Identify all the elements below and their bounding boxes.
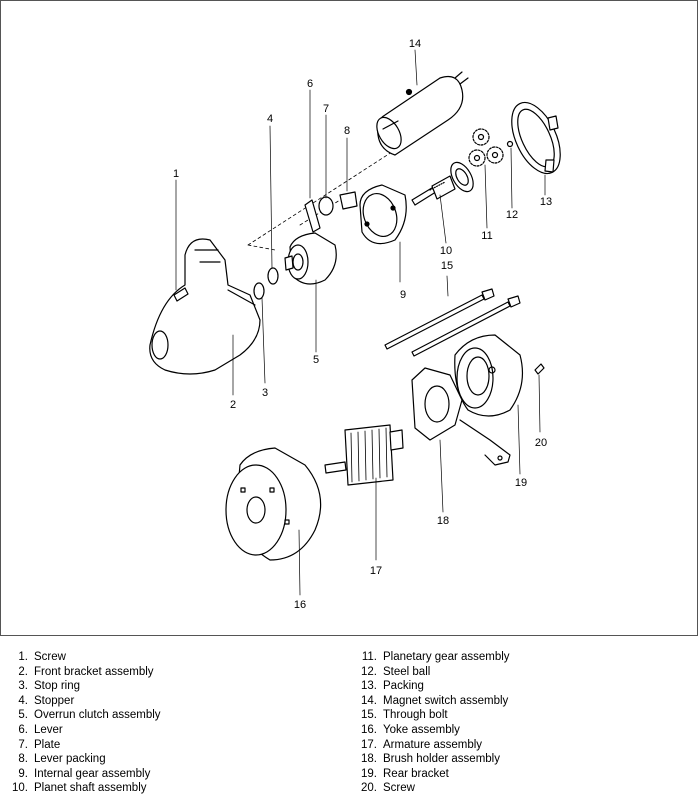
callout-8: 8 [344,125,350,137]
planet-shaft-assembly [411,161,474,206]
legend-item: 4.Stopper [18,694,75,707]
lever [304,199,321,233]
legend-item: 6.Lever [18,723,63,736]
yoke-assembly [225,447,322,561]
legend-item: 13.Packing [361,680,424,693]
screw-front [173,287,189,302]
magnet-switch-assembly [376,71,469,156]
plate [318,196,334,216]
callout-5: 5 [313,354,319,366]
brush-holder-assembly [411,367,511,466]
stop-ring [253,282,265,300]
legend-item: 3.Stop ring [18,680,81,693]
packing-ring [511,101,561,175]
callout-10: 10 [440,245,452,257]
steel-ball [506,140,514,148]
callout-1: 1 [173,168,179,180]
legend-item: 9.Internal gear assembly [18,767,151,780]
callout-15: 15 [441,260,453,272]
rear-bracket [454,334,523,417]
callout-11: 11 [481,230,492,242]
legend-item: 8.Lever packing [18,753,106,766]
callout-19: 19 [515,477,527,489]
callout-6: 6 [307,78,313,90]
callout-2: 2 [230,399,236,411]
legend-item: 2.Front bracket assembly [18,665,154,678]
callout-18: 18 [437,515,449,527]
callout-17: 17 [370,565,382,577]
callout-14: 14 [409,38,421,50]
planetary-gear-assembly [468,128,504,167]
through-bolts [384,288,521,357]
callout-20: 20 [535,437,547,449]
callout-13: 13 [540,196,552,208]
diagram-frame [0,0,698,636]
legend-item: 15.Through bolt [361,709,448,722]
legend-column-right: 11.Planetary gear assembly 12.Steel ball… [355,650,510,796]
legend-item: 14.Magnet switch assembly [361,694,509,707]
legend-item: 17.Armature assembly [361,738,483,751]
legend-item: 12.Steel ball [361,665,431,678]
legend-item: 1.Screw [18,651,66,663]
front-bracket-assembly [149,238,261,375]
armature-assembly [324,424,404,486]
stopper [267,267,279,285]
internal-gear-assembly [359,184,407,245]
callout-7: 7 [323,103,329,115]
legend-item: 18.Brush holder assembly [361,753,500,766]
callout-9: 9 [400,289,406,301]
legend-item: 19.Rear bracket [361,767,449,780]
callout-12: 12 [506,209,518,221]
legend-item: 11.Planetary gear assembly [361,651,510,663]
lever-packing [339,191,358,210]
callout-16: 16 [294,599,306,611]
legend-item: 7.Plate [18,738,61,751]
overrun-clutch-assembly [284,232,337,285]
legend-item: 10.Planet shaft assembly [12,782,147,795]
legend-item: 20.Screw [361,782,415,795]
leader-lines [175,49,546,596]
screw-rear [534,363,545,375]
legend-item: 16.Yoke assembly [361,723,460,736]
callout-3: 3 [262,387,268,399]
legend-column-left: 1.Screw 2.Front bracket assembly 3.Stop … [6,650,161,796]
exploded-starter-diagram: 1 2 3 4 5 6 7 8 9 10 11 12 13 14 15 16 1… [149,38,561,611]
callout-4: 4 [267,113,273,125]
legend-item: 5.Overrun clutch assembly [18,709,161,722]
